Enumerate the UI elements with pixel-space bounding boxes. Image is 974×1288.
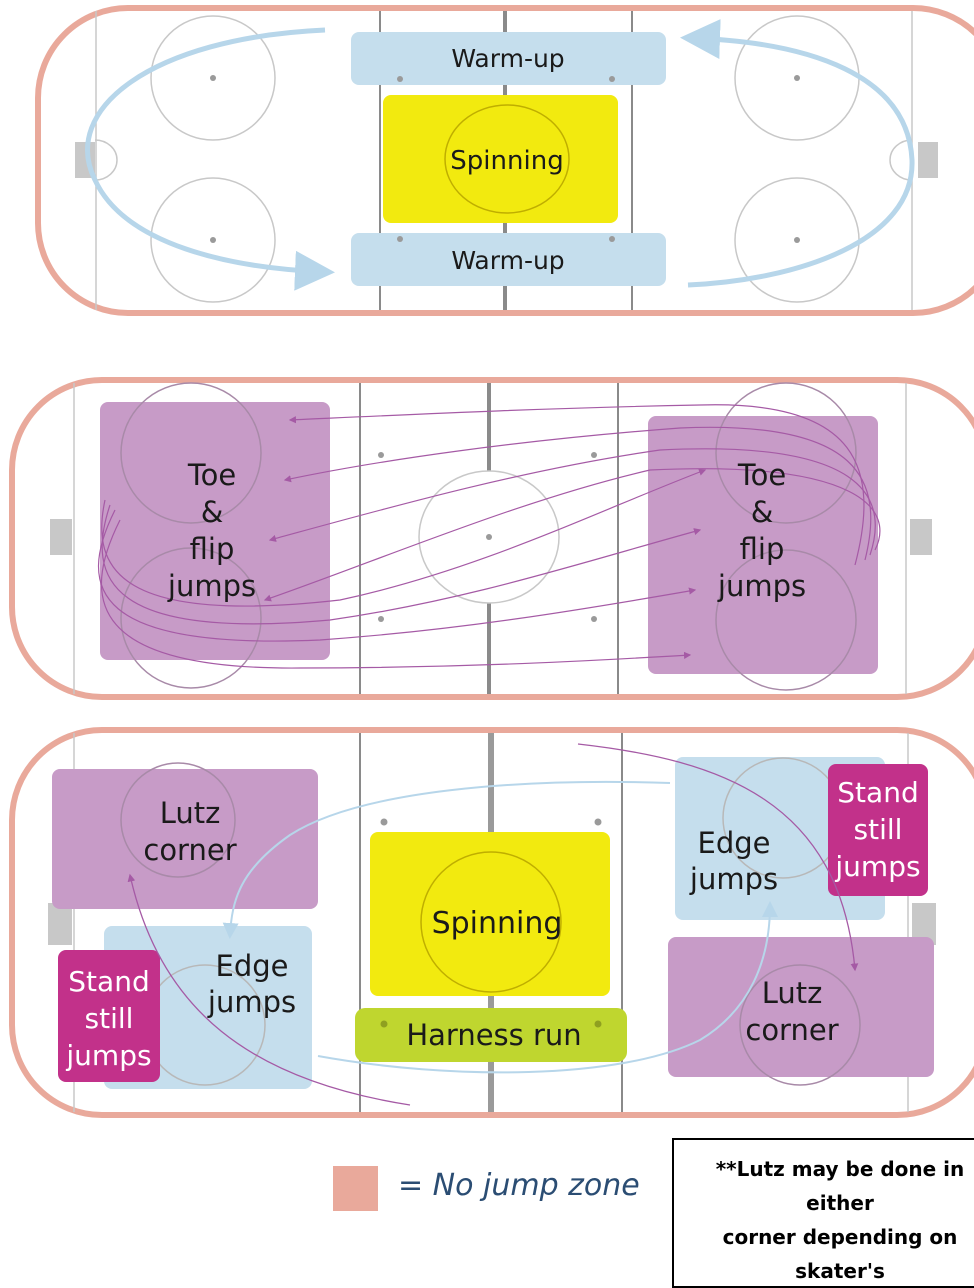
left-zone-line-2: &: [201, 495, 224, 529]
edge-right-line-1: Edge: [698, 826, 771, 860]
goal-right: [918, 142, 938, 178]
lutz-note-box: **Lutz may be done in either corner depe…: [672, 1138, 974, 1288]
stand-right-line-3: jumps: [834, 850, 920, 883]
rink-2-toe-flip: Toe & flip jumps Toe & flip jumps: [9, 377, 974, 700]
right-zone-line-1: Toe: [737, 458, 786, 492]
right-zone-line-2: &: [751, 495, 774, 529]
lutz-flow-arrow-left: [127, 873, 411, 1106]
rink-1-warmup-spinning: Warm-up Spinning Warm-up: [35, 5, 974, 316]
right-zone-line-3: flip: [740, 532, 785, 566]
stand-still-left: [58, 950, 160, 1082]
stand-left-line-3: jumps: [65, 1039, 151, 1072]
warmup-zone-top: [351, 32, 666, 85]
right-zone-line-4: jumps: [717, 569, 806, 603]
edge-flow-arrow-1: [222, 780, 671, 939]
stand-left-line-1: Stand: [68, 965, 149, 998]
lutz-flow-arrow-right: [577, 743, 859, 972]
toe-flip-zone-left: [100, 402, 330, 660]
warmup-arrow-left: [85, 27, 335, 291]
stand-left-line-2: still: [85, 1002, 134, 1035]
lutz-right-line-2: corner: [745, 1013, 838, 1047]
lutz-note-text: **Lutz may be done in either corner depe…: [715, 1157, 965, 1283]
spinning-label-1: Spinning: [450, 146, 563, 176]
edge-flow-arrow-2: [317, 901, 778, 1074]
edge-left-line-2: jumps: [207, 985, 296, 1019]
left-zone-line-1: Toe: [187, 458, 236, 492]
warmup-arrow-right: [680, 19, 915, 288]
left-zone-line-4: jumps: [167, 569, 256, 603]
spinning-zone-3: [370, 832, 610, 996]
lutz-corner-left: [52, 769, 318, 909]
lutz-left-line-2: corner: [143, 833, 236, 867]
rink-3-full-session: Lutz corner Edge jumps Stand still jumps…: [9, 727, 974, 1118]
lutz-left-line-1: Lutz: [160, 796, 221, 830]
edge-left-line-1: Edge: [216, 949, 289, 983]
left-zone-line-3: flip: [190, 532, 235, 566]
lutz-corner-right: [668, 937, 934, 1077]
warmup-bottom-label: Warm-up: [451, 246, 564, 275]
legend-label: = No jump zone: [398, 1168, 640, 1203]
spinning-zone-1: [383, 95, 618, 223]
stand-right-line-2: still: [854, 813, 903, 846]
stand-still-right: [828, 764, 928, 896]
harness-label: Harness run: [406, 1018, 581, 1052]
harness-run-zone: [355, 1008, 627, 1062]
lutz-right-line-1: Lutz: [762, 976, 823, 1010]
edge-right-line-2: jumps: [689, 862, 778, 896]
spinning-label-3: Spinning: [432, 906, 563, 941]
toe-flip-arrows: [97, 404, 881, 669]
no-jump-zone-swatch: [333, 1166, 378, 1211]
warmup-top-label: Warm-up: [451, 44, 564, 73]
stand-right-line-1: Stand: [837, 776, 918, 809]
warmup-zone-bottom: [351, 233, 666, 286]
